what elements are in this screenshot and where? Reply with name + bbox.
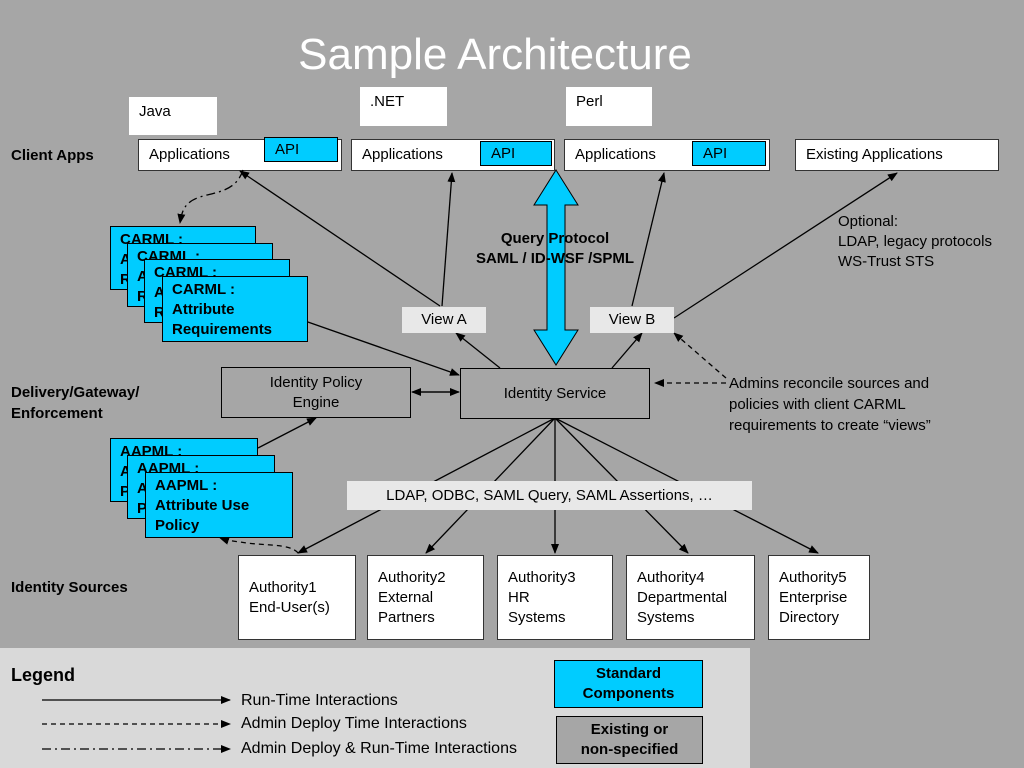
legend-existing-line2: non-specified [580,741,679,758]
legend-admin-deploy-run-label: Admin Deploy & Run-Time Interactions [241,740,517,757]
authority-2-line1: Authority2 [378,569,446,586]
aapml-card-back-1-line3: P [137,500,148,517]
language-java: Java [129,97,217,135]
row-label-client-apps: Client Apps [11,147,94,164]
legend-standard-line2: Components [582,685,675,702]
authority-5-line3: Directory [779,609,840,626]
policy-engine-line2: Engine [292,394,340,411]
legend-standard-components: Standard Components [554,660,703,708]
authority-4: Authority4 Departmental Systems [626,555,755,640]
carml-card-back-1-line2: A [154,284,165,301]
aapml-card-front: AAPML : Attribute Use Policy [145,472,293,538]
authority-1-line2: End-User(s) [249,599,330,616]
admins-note-line3: requirements to create “views” [729,417,931,434]
carml-card-back-3-line3: R [120,271,131,288]
carml-card-back-1-line3: R [154,304,165,321]
authority-3: Authority3 HR Systems [497,555,613,640]
authority-2-line3: Partners [378,609,435,626]
carml-line1: CARML : [172,281,236,298]
policy-engine-line1: Identity Policy [269,374,363,391]
legend-run-time-label: Run-Time Interactions [241,692,398,709]
optional-note-line2: LDAP, legacy protocols [838,233,992,250]
authority-1: Authority1 End-User(s) [238,555,356,640]
language-dotnet: .NET [360,87,447,126]
view-b: View B [590,307,674,333]
aapml-line2: Attribute Use [155,497,250,514]
view-a: View A [402,307,486,333]
authority-3-line3: Systems [508,609,566,626]
legend-standard-line1: Standard [595,665,661,682]
api-box-perl: API [692,141,766,166]
optional-note-line1: Optional: [838,213,899,230]
legend-existing-line1: Existing or [590,721,669,738]
authority-5-line1: Authority5 [779,569,847,586]
api-box-dotnet: API [480,141,552,166]
legend-admin-deploy-label: Admin Deploy Time Interactions [241,715,467,732]
aapml-line3: Policy [155,517,200,534]
legend-title: Legend [11,665,76,685]
query-protocol-label: Query Protocol SAML / ID-WSF /SPML [440,229,670,269]
authority-4-line1: Authority4 [637,569,705,586]
carml-card-back-2-line2: A [137,268,148,285]
page-title: Sample Architecture [298,30,692,79]
carml-card-back-2-line3: R [137,288,148,305]
authority-3-line1: Authority3 [508,569,576,586]
carml-line2: Attribute [172,301,235,318]
aapml-card-back-2-line3: P [120,483,131,500]
aapml-line1: AAPML : [155,477,218,494]
authority-5-line2: Enterprise [779,589,848,606]
language-perl: Perl [566,87,652,126]
admins-note-line1: Admins reconcile sources and [729,375,930,392]
carml-card-back-3-line2: A [120,251,131,268]
protocols-bar: LDAP, ODBC, SAML Query, SAML Assertions,… [347,481,752,510]
authority-2: Authority2 External Partners [367,555,484,640]
authority-2-line2: External [378,589,434,606]
query-protocol-arrow [533,169,579,366]
identity-service: Identity Service [460,368,650,419]
api-box-java: API [264,137,338,162]
optional-note-line3: WS-Trust STS [838,253,935,270]
identity-policy-engine: Identity Policy Engine [221,367,411,418]
carml-card-front: CARML : Attribute Requirements [162,276,308,342]
carml-line3: Requirements [172,321,273,338]
authority-5: Authority5 Enterprise Directory [768,555,870,640]
query-protocol-line2: SAML / ID-WSF /SPML [475,250,635,267]
admins-note-line2: policies with client CARML [729,396,906,413]
legend-line-samples [42,696,231,753]
legend-existing-components: Existing or non-specified [556,716,703,764]
optional-note: Optional: LDAP, legacy protocols WS-Trus… [838,212,1024,272]
row-label-identity-sources: Identity Sources [11,579,128,596]
authority-1-line1: Authority1 [249,579,317,596]
authority-3-line2: HR [508,589,530,606]
query-protocol-line1: Query Protocol [500,230,610,247]
aapml-card-back-1-line2: A [137,480,148,497]
existing-applications-box: Existing Applications [795,139,999,171]
admins-note: Admins reconcile sources and policies wi… [729,373,989,436]
aapml-card-back-2-line2: A [120,463,131,480]
row-label-delivery: Delivery/Gateway/ Enforcement [11,384,140,422]
authority-4-line2: Departmental [637,589,728,606]
authority-4-line3: Systems [637,609,695,626]
